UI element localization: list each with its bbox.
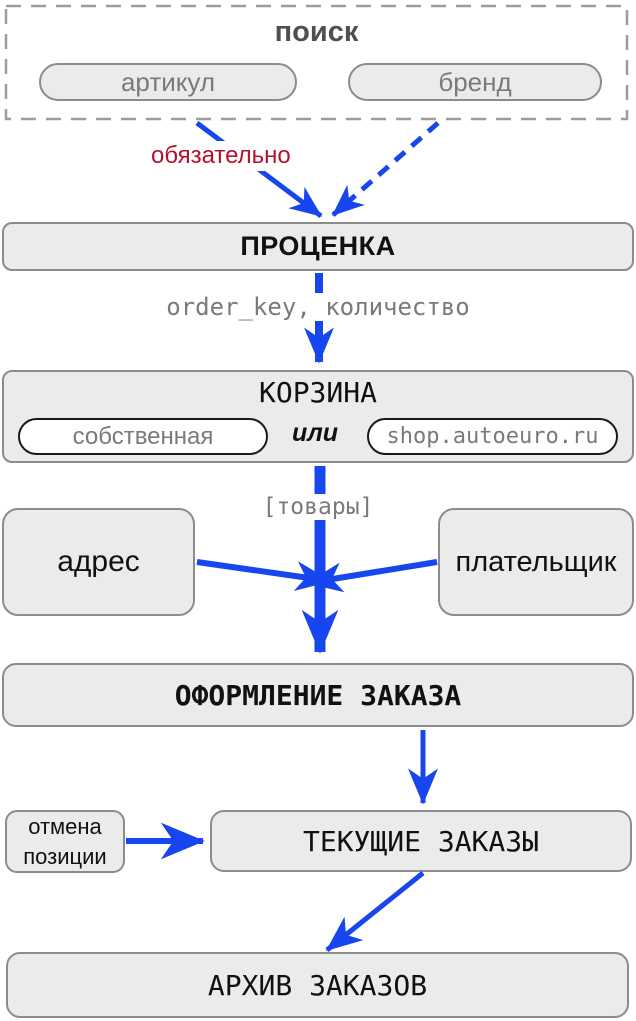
search-option-article-label: артикул — [120, 66, 216, 97]
search-group-title: поиск — [274, 16, 359, 48]
node-payer: плательщик — [438, 508, 634, 616]
node-cancel-line1: отмена — [28, 814, 102, 840]
edge-label-goods: [товары] — [256, 494, 380, 520]
node-cart-title: КОРЗИНА — [258, 376, 377, 409]
edge-label-order-key: order_key, количество — [158, 293, 478, 321]
node-checkout-label: ОФОРМЛЕНИЕ ЗАКАЗА — [174, 678, 462, 712]
edge-address-to-checkout — [196, 559, 332, 591]
node-cancel-position: отмена позиции — [5, 810, 125, 873]
node-address: адрес — [2, 508, 195, 616]
node-current-orders-label: ТЕКУЩИЕ ЗАКАЗЫ — [302, 824, 539, 858]
node-address-label: адрес — [57, 545, 140, 578]
node-checkout: ОФОРМЛЕНИЕ ЗАКАЗА — [2, 663, 634, 727]
edge-label-required: обязательно — [147, 141, 295, 171]
cart-option-own-label: собственная — [72, 422, 214, 450]
node-archive-label: АРХИВ ЗАКАЗОВ — [207, 968, 428, 1002]
edge-brand-to-pricing — [331, 121, 440, 217]
edge-current-to-archive — [325, 871, 425, 952]
node-pricing: ПРОЦЕНКА — [2, 222, 634, 271]
node-archive: АРХИВ ЗАКАЗОВ — [6, 952, 629, 1018]
search-option-article: артикул — [39, 63, 297, 101]
node-current-orders: ТЕКУЩИЕ ЗАКАЗЫ — [210, 810, 632, 872]
node-pricing-label: ПРОЦЕНКА — [240, 231, 396, 261]
cart-option-shop-label: shop.autoeuro.ru — [386, 424, 599, 449]
node-payer-label: плательщик — [455, 545, 617, 578]
cart-or-label: или — [291, 419, 339, 447]
edge-payer-to-checkout — [306, 559, 438, 593]
node-cancel-line2: позиции — [23, 843, 107, 869]
cart-option-shop: shop.autoeuro.ru — [367, 418, 618, 455]
search-option-brand: бренд — [348, 63, 602, 101]
search-option-brand-label: бренд — [438, 66, 512, 97]
cart-option-own: собственная — [18, 418, 268, 455]
